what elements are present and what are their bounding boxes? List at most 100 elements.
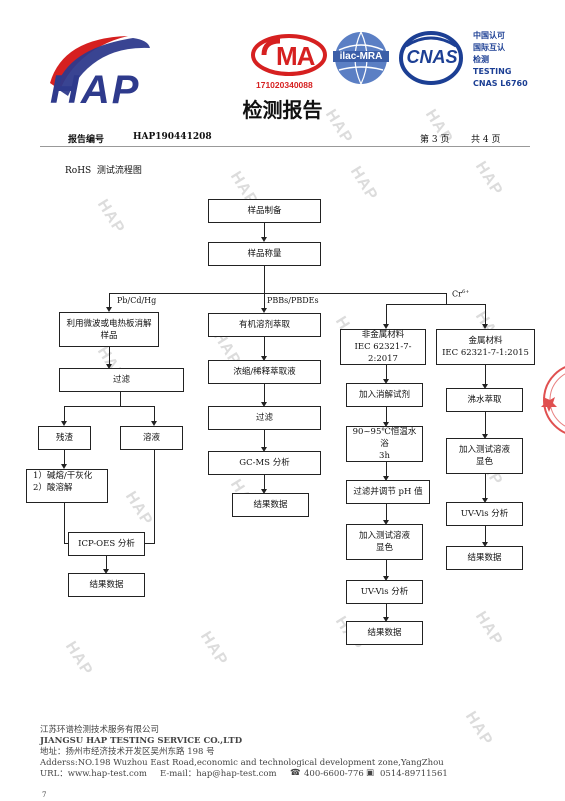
connector <box>386 462 387 477</box>
flow-text: 利用微波或电热板消解 <box>66 318 152 329</box>
footer-email[interactable]: E-mail：hap@hap-test.com <box>160 769 277 779</box>
flow-text: IEC 62321-7-2:2017 <box>354 342 412 364</box>
connector <box>386 407 387 423</box>
connector <box>485 526 486 543</box>
arrow-head <box>261 308 267 313</box>
arrow-head <box>61 464 67 469</box>
phone-icon: ☎ <box>290 768 301 778</box>
flow-box-treat: 1）碱熔/干灰化 2）酸溶解 <box>26 469 108 503</box>
cnas-text: CNAS <box>406 47 458 67</box>
watermark: HAP <box>61 638 96 679</box>
flow-text: 非金属材料 <box>361 330 405 340</box>
connector <box>264 475 265 490</box>
flow-box-add-digest: 加入消解试剂 <box>346 383 423 407</box>
connector <box>264 384 265 403</box>
footer-company-en: JIANGSU HAP TESTING SERVICE CO.,LTD <box>40 736 243 746</box>
connector <box>144 543 155 544</box>
cnas-info-line: 国际互认 <box>473 43 505 52</box>
connector <box>264 293 265 309</box>
flow-box-filter-ph: 过滤并调节 pH 值 <box>346 480 430 504</box>
cnas-mark: CNAS <box>398 30 464 86</box>
connector <box>386 604 387 618</box>
connector <box>64 406 154 407</box>
flow-text: 加入测试溶液 <box>458 445 510 455</box>
cnas-info: 中国认可 国际互认 检测 TESTING CNAS L6760 <box>473 30 528 90</box>
connector <box>109 347 110 365</box>
connector <box>485 304 486 325</box>
connector <box>386 304 485 305</box>
arrow-head <box>482 498 488 503</box>
watermark: HAP <box>346 163 381 204</box>
fax-icon: ▣ <box>366 768 375 778</box>
flow-box-add-test-d: 加入测试溶液 显色 <box>446 438 523 474</box>
connector <box>485 412 486 435</box>
arrow-head <box>482 434 488 439</box>
cnas-info-line: CNAS L6760 <box>473 79 528 88</box>
connector <box>154 450 155 543</box>
arrow-head <box>106 364 112 369</box>
flow-text: 90~95℃恒温水浴 <box>352 427 417 449</box>
flow-text: 金属材料 <box>468 336 503 346</box>
connector <box>64 450 65 465</box>
branch-label-pbbs-pbdes: PBBs/PBDEs <box>267 296 319 305</box>
cnas-info-line: 检测 <box>473 55 489 64</box>
flow-text: 显色 <box>375 543 393 553</box>
connector <box>485 365 486 385</box>
flow-text: 样品 <box>100 330 118 341</box>
watermark: HAP <box>471 608 506 649</box>
flow-box-icp: ICP-OES 分析 <box>68 532 145 556</box>
flow-box-result-d: 结果数据 <box>446 546 523 570</box>
arrow-head <box>261 356 267 361</box>
footer-url[interactable]: URL：www.hap-test.com <box>40 769 147 779</box>
flow-box-extract: 有机溶剂萃取 <box>208 313 321 337</box>
watermark: HAP <box>471 158 506 199</box>
arrow-head <box>61 421 67 426</box>
watermark: HAP <box>461 708 496 749</box>
page-number: 7 <box>42 791 47 799</box>
connector <box>106 556 107 570</box>
flow-box-digest: 利用微波或电热板消解 样品 <box>59 312 159 347</box>
arrow-head <box>106 307 112 312</box>
arrow-head <box>261 402 267 407</box>
report-title: 检测报告 <box>242 98 323 122</box>
footer-tel: 400-6600-776 <box>304 769 364 779</box>
flow-box-filter-a: 过滤 <box>59 368 184 392</box>
flow-box-result-b: 结果数据 <box>232 493 309 517</box>
arrow-head <box>383 476 389 481</box>
flow-box-metal: 金属材料 IEC 62321-7-1:2015 <box>436 329 535 365</box>
arrow-head <box>261 237 267 242</box>
connector <box>386 560 387 577</box>
connector <box>64 503 65 543</box>
flow-box-gcms: GC-MS 分析 <box>208 451 321 475</box>
watermark: HAP <box>121 488 156 529</box>
section-title: RoHS 测试流程图 <box>65 166 142 176</box>
cnas-info-line: TESTING <box>473 67 512 76</box>
flow-box-result-a: 结果数据 <box>68 573 145 597</box>
connector <box>386 304 387 325</box>
connector <box>264 266 265 293</box>
connector <box>264 223 265 239</box>
flow-box-result-c: 结果数据 <box>346 621 423 645</box>
connector <box>109 293 110 308</box>
flow-box-water-bath: 90~95℃恒温水浴 3h <box>346 426 423 462</box>
page-current: 第 3 页 <box>420 135 450 145</box>
watermark: HAP <box>196 628 231 669</box>
report-number: HAP190441208 <box>133 132 212 142</box>
flow-text: 2）酸溶解 <box>33 483 73 493</box>
arrow-head <box>383 617 389 622</box>
flow-text: 3h <box>379 451 390 461</box>
flow-box-concentrate: 浓缩/稀释萃取液 <box>208 360 321 384</box>
hap-logo: HAP <box>38 28 158 118</box>
footer-address-cn: 地址：扬州市经济技术开发区吴州东路 198 号 <box>40 747 215 757</box>
connector <box>264 337 265 357</box>
cma-text: MA <box>276 41 315 71</box>
connector <box>109 293 446 294</box>
connector <box>264 430 265 448</box>
cma-number: 171020340088 <box>256 80 313 90</box>
logo-text: HAP <box>50 68 141 112</box>
flow-box-uv-c: UV-Vis 分析 <box>346 580 423 604</box>
stamp <box>540 360 565 440</box>
report-number-label: 报告编号 <box>68 135 105 145</box>
connector <box>386 504 387 521</box>
arrow-head <box>482 384 488 389</box>
